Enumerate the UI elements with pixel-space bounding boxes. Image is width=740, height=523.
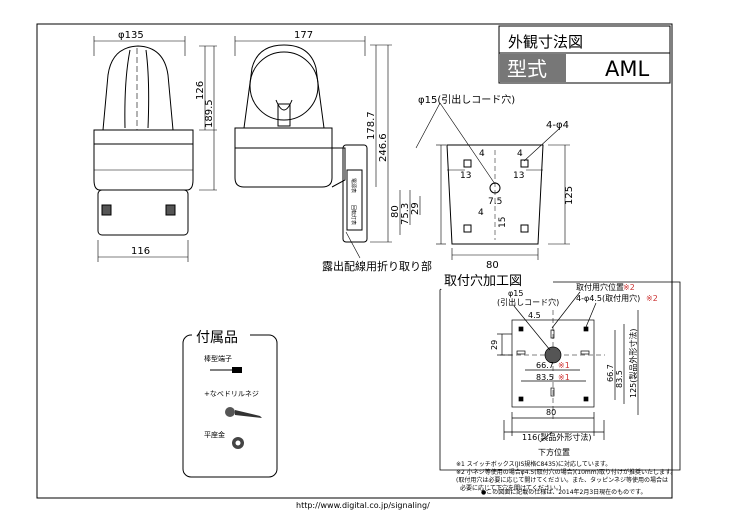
dim-plate-height: 125 [564, 186, 575, 205]
model-value: AML [605, 57, 649, 81]
side-view [234, 44, 368, 243]
dim-side-depth: 177 [294, 30, 313, 41]
dim-front-width: φ135 [118, 30, 144, 41]
note-1: ※1 スイッチボックス(JIS規格C8435)に対応しています。 [456, 460, 611, 468]
dim-plate-13a: 13 [460, 171, 471, 181]
title-block: 外観寸法図 型式 AML [498, 25, 671, 84]
cable-hole-label: φ15(引出しコード穴) [418, 93, 515, 106]
mounting-title: 取付穴加工図 [444, 274, 522, 289]
switch-label-a: 電源表 [350, 178, 357, 193]
note-2: ※2 小ネジ等使用の場合φ4.5(取付穴の場合)(10mm)取り付けが推奨いたし… [456, 468, 676, 476]
dim-side-height-b: 246.6 [378, 133, 389, 162]
title-text: 外観寸法図 [508, 33, 583, 51]
dim-bracket-80: 80 [390, 205, 401, 218]
rod-terminal-icon [210, 367, 242, 373]
note-3: (取付用穴は必要に応じて開けてください。また、タッピンネジ等使用の場合は [456, 476, 668, 484]
drill-screw-icon [225, 407, 262, 418]
dim-plate-15: 15 [498, 217, 508, 228]
accessory-1: 棒型端子 [204, 354, 232, 363]
footer-note: ●この図面に記載の仕様は、2014年2月3日現在のものです。 [481, 488, 647, 496]
dim-plate-width: 80 [486, 260, 499, 271]
dim-plate-4c: 4 [478, 208, 484, 218]
dim-mount-125: 125(製品外形寸法) [628, 328, 638, 398]
note-4: 必要に応じて下穴を開けてください。) [460, 484, 561, 492]
dim-dome-height: 126 [195, 81, 206, 100]
accessories-title: 付属品 [196, 330, 238, 346]
back-plate [446, 144, 544, 245]
mark1-b: ※1 [558, 373, 570, 382]
hole-phi15: φ15 [508, 289, 523, 298]
dim-front-total-height: 189.5 [204, 99, 215, 128]
dim-base-width: 116 [131, 246, 150, 257]
dim-mount-66-7h: 66.7 [536, 361, 554, 370]
dim-plate-7-5: 7.5 [488, 197, 502, 207]
model-label: 型式 [507, 57, 547, 81]
accessories-box: 付属品 棒型端子 +なべドリルネジ 平座金 [182, 328, 278, 478]
hole-phi15-sub: (引出しコード穴) [497, 297, 559, 307]
dim-plate-13b: 13 [513, 171, 524, 181]
dim-mount-4-5: 4.5 [528, 311, 541, 320]
footer-url: http://www.digital.co.jp/signaling/ [296, 501, 430, 510]
sheet-border [36, 23, 673, 499]
dim-bracket-75-3: 75.3 [400, 203, 411, 225]
hole-mount: 4-φ4.5(取付用穴) [576, 293, 640, 303]
hole-mount-mark: ※2 [646, 294, 658, 303]
dim-bracket-29: 29 [410, 202, 421, 215]
dim-mount-83-5v: 83.5 [615, 370, 624, 388]
hole-pos-mark: ※2 [623, 283, 635, 292]
dim-plate-4b: 4 [517, 149, 523, 159]
front-view [93, 45, 194, 236]
dim-mount-80: 80 [546, 408, 556, 417]
mount-holes-label: 4-φ4 [546, 120, 569, 131]
accessory-2: +なべドリルネジ [204, 390, 259, 398]
flat-washer-icon [232, 437, 244, 449]
dim-mount-66-7v: 66.7 [606, 364, 615, 382]
mounting-panel: 取付穴加工図 φ15 (引出しコード穴) 取付用穴位置 ※2 4-φ4.5(取付… [439, 272, 681, 492]
accessory-3: 平座金 [204, 430, 225, 439]
dim-mount-116: 116(製品外形寸法) [522, 432, 592, 442]
switch-label-b: 回転灯表 [350, 205, 357, 225]
dim-mount-83-5h: 83.5 [536, 373, 554, 382]
mark1-a: ※1 [558, 361, 570, 370]
bottom-side-label: 下方位置 [538, 447, 570, 457]
hole-pos-label: 取付用穴位置 [576, 282, 624, 292]
dim-mount-29: 29 [490, 340, 499, 350]
dim-side-height-a: 178.7 [366, 111, 377, 140]
dim-plate-4a: 4 [479, 149, 485, 159]
cutout-label: 露出配線用折り取り部 [322, 259, 432, 273]
